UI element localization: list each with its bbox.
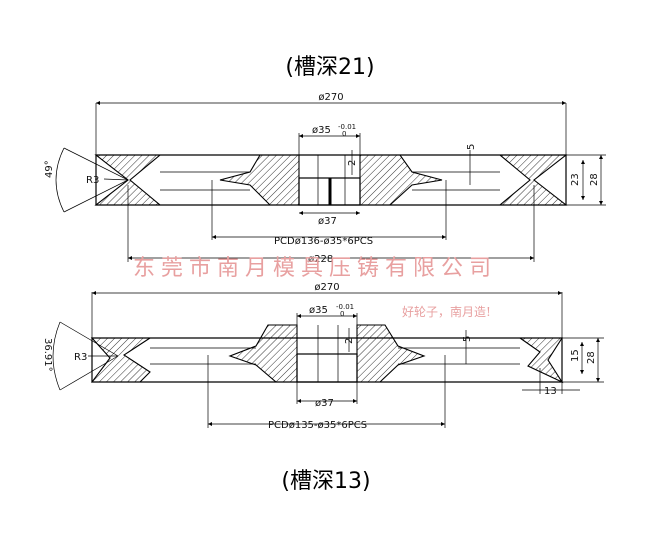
top-radius-leader [103,178,129,181]
top-bore-tol-sub: 0 [342,130,346,138]
top-id-label: ø228 [308,254,333,265]
top-angle-ray-lower [63,179,129,213]
bot-pcd-label: PCDø135-ø35*6PCS [268,420,367,431]
bot-gw-label: 13 [544,386,557,397]
top-angle-ray-upper [63,147,129,181]
top-bore-label: ø35 [312,125,331,136]
bot-bore-tol-sub: 0 [340,310,344,318]
bottom-view: ø270 ø35 -0.01 0 2 5 R3 36.91° [42,282,604,494]
bot-angle-ray-upper [59,321,119,357]
top-thk-label: 28 [589,173,600,186]
bot-hub-label: ø37 [315,398,334,409]
bot-groove-label: 15 [570,349,581,362]
top-pcd-label: PCDø136-ø35*6PCS [274,236,373,247]
bot-right-rim [518,337,564,384]
bot-angle-arc [52,321,61,391]
top-right-rim [498,154,568,206]
top-hub-left [219,154,300,206]
bot-bore-tolerance: -0.01 [336,303,354,311]
top-bore-tolerance: -0.01 [338,123,356,131]
bot-bore-rect [296,353,358,383]
top-rim-step-label: 5 [466,144,477,150]
bot-hub-left [228,324,298,383]
watermark-company: 东莞市南月模具压铸有限公司 [133,256,497,281]
watermark-slogan: 好轮子，南月造! [402,304,491,319]
bot-hub-step-label: 2 [344,338,355,344]
bot-od-label: ø270 [314,282,339,293]
bottom-view-title: (槽深13) [281,469,370,494]
bot-hub-right [356,324,426,383]
top-angle-label: 49° [44,160,55,178]
top-hub-label: ø37 [318,216,337,227]
top-hub-right [359,154,443,206]
bot-thk-label: 28 [586,351,597,364]
bot-angle-label: 36.91° [42,338,53,372]
bot-left-rim [90,337,152,383]
bot-bore-label: ø35 [309,305,328,316]
top-angle-arc [55,147,65,213]
top-hub-step-label: 2 [347,160,358,166]
top-view: (槽深21) ø270 ø35 -0.01 0 2 [44,55,606,265]
top-od-label: ø270 [318,92,343,103]
top-radius-label: R3 [86,175,99,186]
bot-radius-label: R3 [74,352,87,363]
bot-rim-step-label: 5 [462,336,473,342]
top-view-title: (槽深21) [285,55,374,80]
top-groove-label: 23 [570,173,581,186]
bot-wheel-outline [91,337,563,383]
bot-angle-ray-lower [59,355,119,391]
